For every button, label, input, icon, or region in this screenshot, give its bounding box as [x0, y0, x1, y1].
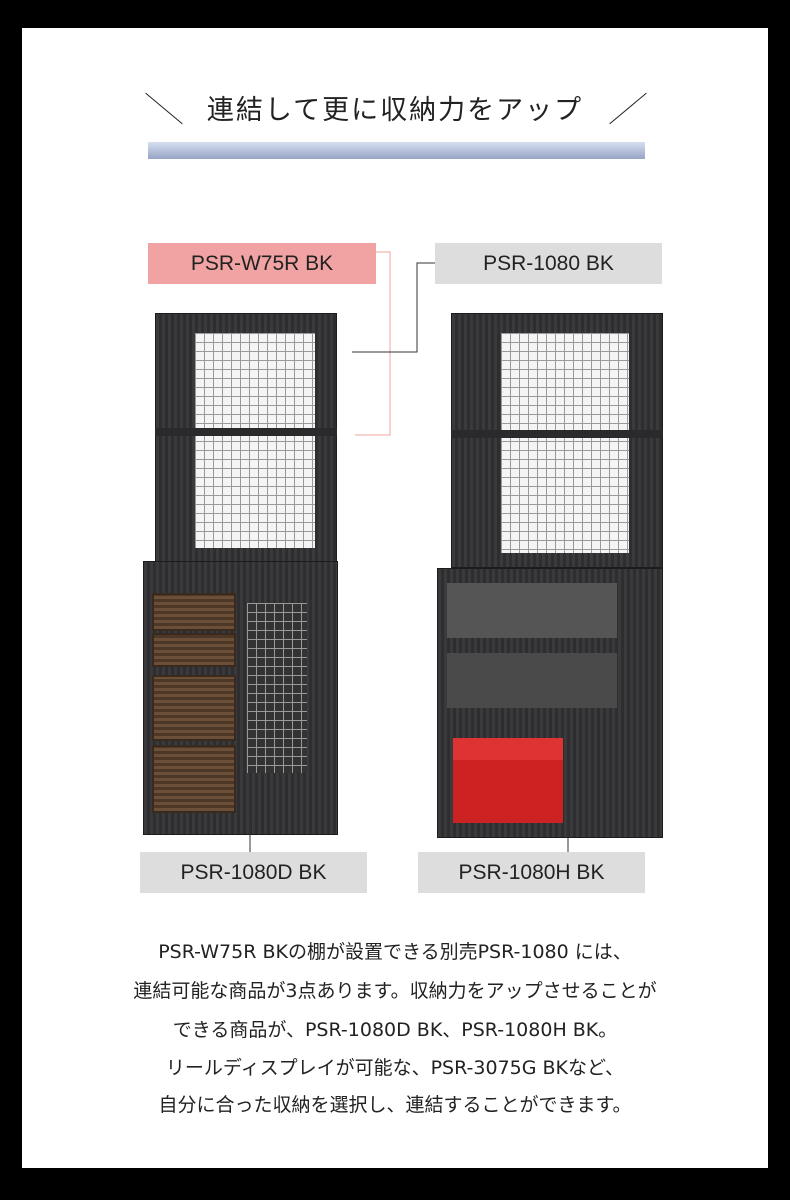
- description-line: リールディスプレイが可能な、PSR-3075G BKなど、: [165, 1057, 625, 1079]
- description-line: できる商品が、PSR-1080D BK、PSR-1080H BK。: [172, 1019, 618, 1041]
- label-psr-1080: PSR-1080 BK: [435, 243, 662, 284]
- page-title: 連結して更に収納力をアップ: [206, 95, 584, 126]
- title-underline-bar: [148, 142, 645, 159]
- label-psr-1080h: PSR-1080H BK: [418, 852, 645, 893]
- product-image-right-unit: [437, 313, 663, 838]
- description-line: 自分に合った収納を選択し、連結することができます。: [158, 1094, 632, 1116]
- product-image-left-unit: [143, 313, 338, 835]
- description-line: PSR-W75R BKの棚が設置できる別売PSR-1080 には、: [158, 941, 632, 963]
- label-psr-w75r: PSR-W75R BK: [148, 243, 376, 284]
- label-psr-1080d: PSR-1080D BK: [140, 852, 367, 893]
- description-line: 連結可能な商品が3点あります。収納力をアップさせることが: [133, 980, 657, 1002]
